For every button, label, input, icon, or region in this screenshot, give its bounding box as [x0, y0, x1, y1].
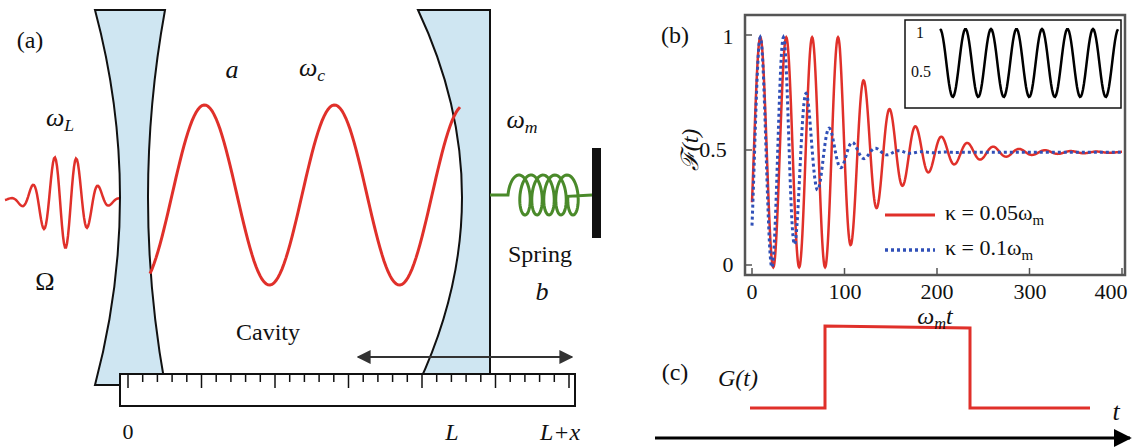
cavity-field [150, 105, 460, 285]
axis-tick [751, 268, 753, 275]
tick-label: 400 [1095, 281, 1128, 303]
inset-curve [940, 29, 1118, 97]
ruler-tick [348, 374, 350, 388]
tick-label: 0.5 [699, 139, 727, 161]
tick-label: 0 [747, 281, 758, 303]
panel-label: (b) [661, 23, 689, 47]
spring-coil [490, 175, 592, 215]
ruler-tick [186, 374, 188, 382]
axis-tick [1029, 268, 1031, 275]
axis-tick [745, 34, 752, 36]
ruler-tick [377, 374, 379, 382]
left-mirror [95, 10, 165, 385]
ruler-tick [554, 374, 556, 382]
ruler-tick [318, 374, 320, 382]
ruler-mark: 0 [123, 421, 134, 443]
axis-tick [745, 264, 752, 266]
right-mirror [418, 10, 490, 385]
cavity-label: Cavity [236, 320, 300, 344]
ruler-tick [245, 374, 247, 382]
ruler [120, 374, 575, 406]
axis-tick [844, 268, 846, 275]
inset-frame [905, 20, 1121, 108]
axis-title: ωmt [917, 304, 952, 332]
spring-label: Spring [508, 242, 572, 266]
laser-frequency: ωL [46, 105, 74, 135]
ruler-tick [260, 374, 262, 382]
ruler-tick [495, 374, 497, 388]
ruler-tick [215, 374, 217, 382]
ruler-tick [274, 374, 276, 388]
tick-label: 100 [829, 281, 862, 303]
panel-label: (a) [17, 28, 44, 52]
displacement-arrow [358, 356, 572, 358]
ruler-tick [436, 374, 438, 382]
time-axis [655, 437, 1130, 440]
cavity-field [150, 105, 460, 285]
ruler-tick [421, 374, 423, 388]
ruler-tick [157, 374, 159, 382]
ruler-tick [407, 374, 409, 382]
legend-sample [885, 214, 935, 217]
legend-text: κ = 0.1ωm [945, 237, 1033, 262]
mode-operator: a [226, 57, 239, 83]
axis-tick [1121, 268, 1123, 275]
tick-label: 300 [1014, 281, 1047, 303]
inset-tick: 1 [916, 25, 924, 41]
pulse-label: G(t) [718, 366, 758, 390]
legend-sample [885, 248, 935, 252]
ruler-tick [362, 374, 364, 382]
wall [592, 148, 601, 238]
ruler-ticks [128, 374, 569, 388]
tick-label: 0 [723, 254, 734, 276]
tick-label: 1 [723, 26, 734, 48]
axis-title: t [1112, 399, 1119, 425]
cavity-frequency: ωc [299, 55, 325, 85]
inset-tick: 0.5 [911, 64, 931, 80]
ruler-tick [465, 374, 467, 382]
drive-amplitude: Ω [35, 269, 54, 295]
ruler-tick [333, 374, 335, 382]
ruler-tick [539, 374, 541, 382]
legend-text: κ = 0.05ωm [945, 202, 1044, 227]
panel-label: (c) [662, 360, 689, 384]
mechanical-frequency: ωm [506, 107, 537, 137]
ruler-tick [392, 374, 394, 382]
ruler-tick [142, 374, 144, 382]
light-pulse [5, 157, 120, 247]
axis-tick [936, 268, 938, 275]
ruler-tick [127, 374, 129, 388]
inset-curve [940, 29, 1118, 97]
spring-coil [490, 175, 592, 215]
axis-tick [745, 149, 752, 151]
ruler-tick [451, 374, 453, 382]
ruler-tick [289, 374, 291, 382]
plot-frame [745, 15, 1125, 275]
mode-operator: b [536, 279, 549, 305]
ruler-tick [171, 374, 173, 382]
ruler-tick [304, 374, 306, 382]
ruler-tick [480, 374, 482, 382]
axis-title: ℱ(t) [678, 129, 702, 172]
tick-label: 200 [921, 281, 954, 303]
ruler-tick [201, 374, 203, 388]
ruler-tick [524, 374, 526, 382]
ruler-tick [568, 374, 570, 388]
ruler-tick [509, 374, 511, 382]
pulse-shape [750, 326, 1090, 408]
ruler-tick [230, 374, 232, 382]
light-pulse [5, 157, 120, 247]
ruler-mark: L [445, 420, 458, 444]
ruler-mark: L+x [540, 420, 580, 444]
